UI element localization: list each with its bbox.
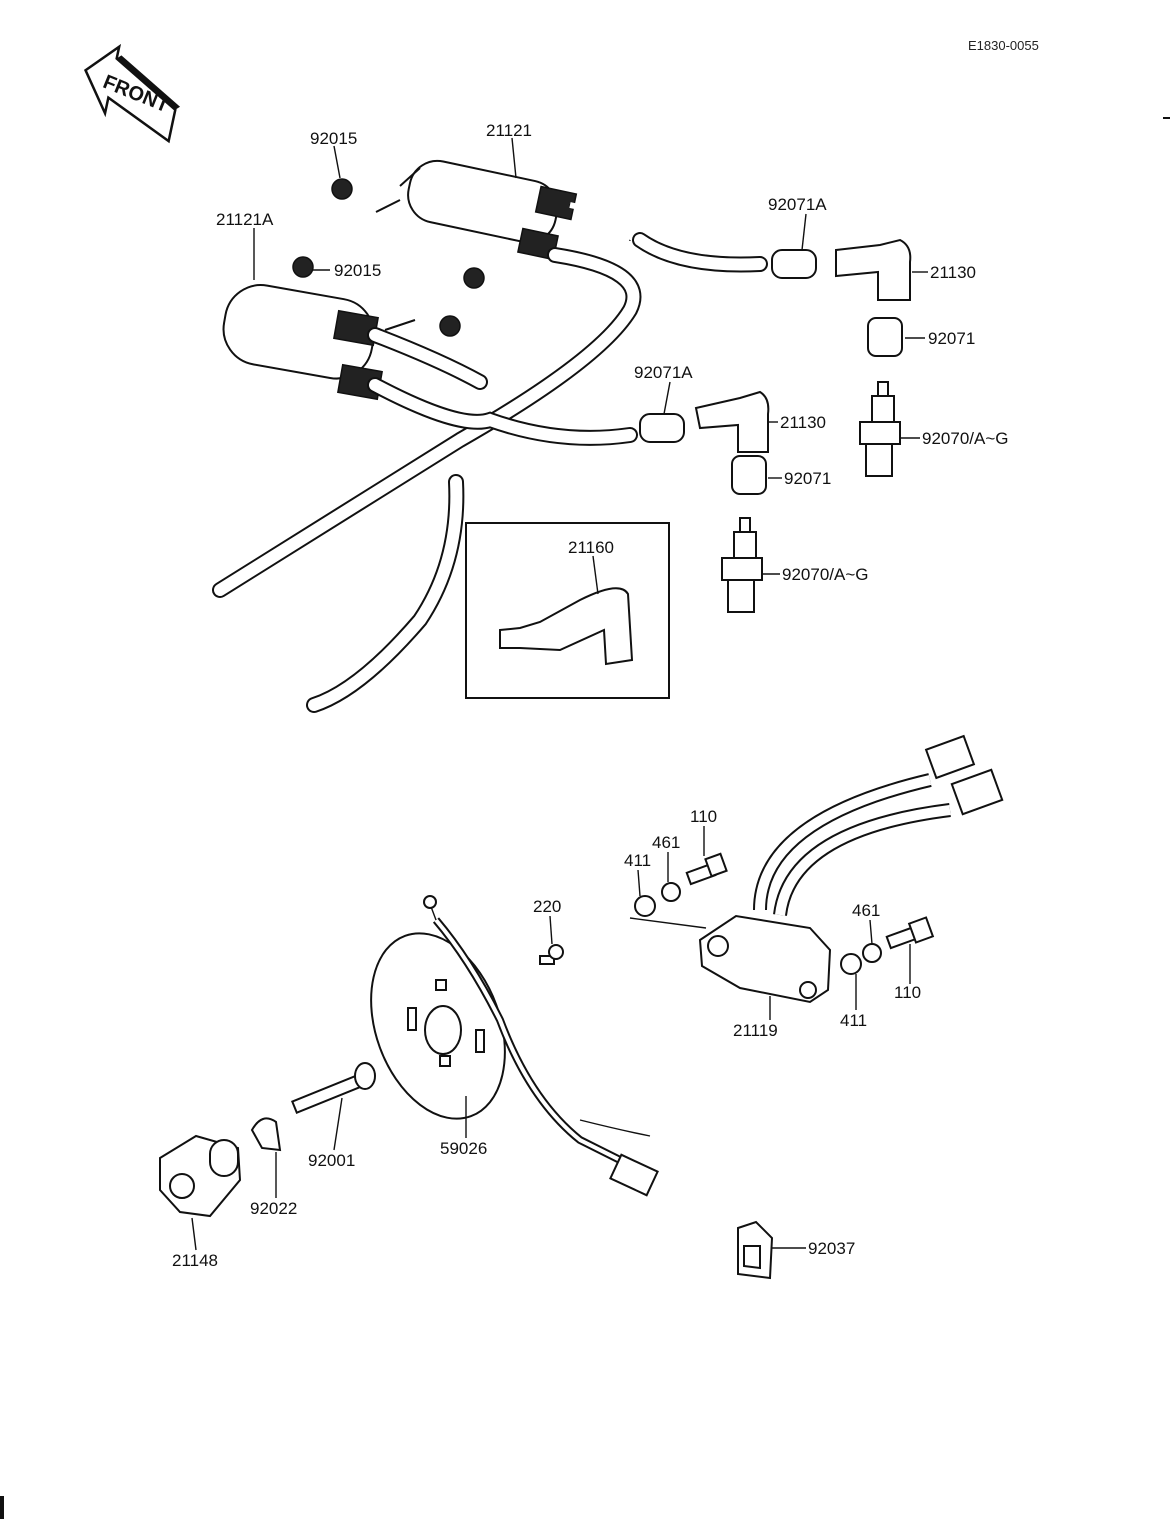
- label-21148: 21148: [172, 1251, 218, 1270]
- label-411-top: 411: [624, 851, 651, 870]
- bolt-92001: [290, 1062, 376, 1114]
- label-21121A: 21121A: [216, 210, 274, 229]
- pickup-plate-59026: [370, 895, 659, 1197]
- label-92022: 92022: [250, 1199, 297, 1218]
- label-461-right: 461: [852, 901, 880, 920]
- advancer-21148: [159, 1134, 242, 1218]
- spark-plug-92070-top: [859, 381, 901, 477]
- bolt-110-top: [685, 852, 728, 886]
- label-110-top: 110: [690, 807, 717, 826]
- washer-411-top: [634, 895, 656, 917]
- diagram-code: E1830-0055: [968, 38, 1039, 53]
- plug-cap-21130-mid: [694, 390, 770, 453]
- label-21130-mid: 21130: [780, 413, 826, 432]
- plug-insert-92071-mid: [731, 455, 767, 495]
- label-92071-mid: 92071: [784, 469, 831, 488]
- clamp-92037: [737, 1220, 774, 1280]
- label-92037: 92037: [808, 1239, 855, 1258]
- washer-461-right: [862, 943, 882, 963]
- washer-411-right: [840, 953, 862, 975]
- front-arrow: FRONT: [83, 43, 181, 144]
- plug-cap-21130-top: [835, 238, 912, 301]
- ignition-coil-21121A: [222, 256, 461, 401]
- label-92015-upper: 92015: [310, 129, 357, 148]
- inset-box-21160: [465, 522, 670, 699]
- label-92071A-top: 92071A: [768, 195, 827, 214]
- screw-220: [539, 944, 564, 965]
- plug-cap-21160: [499, 587, 634, 666]
- bolt-110-right: [885, 916, 935, 950]
- label-461-top: 461: [652, 833, 680, 852]
- label-92071A-mid: 92071A: [634, 363, 693, 382]
- regulator-21119: [698, 734, 1004, 1004]
- label-110-right: 110: [894, 983, 921, 1002]
- label-59026: 59026: [440, 1139, 487, 1158]
- label-21119: 21119: [733, 1021, 778, 1040]
- leader-lines: [191, 137, 928, 1251]
- label-92015-lower: 92015: [334, 261, 381, 280]
- label-92001: 92001: [308, 1151, 355, 1170]
- label-92071-top: 92071: [928, 329, 975, 348]
- cap-seal-92071A-top: [771, 249, 817, 279]
- plug-insert-92071-top: [867, 317, 903, 357]
- label-411-right: 411: [840, 1011, 867, 1030]
- label-21121: 21121: [486, 121, 532, 140]
- washer-461-top: [661, 882, 681, 902]
- label-21130-top: 21130: [930, 263, 976, 282]
- label-220: 220: [533, 897, 561, 916]
- spark-plug-92070-mid: [721, 517, 763, 613]
- label-21160: 21160: [568, 538, 614, 557]
- label-92070-mid: 92070/A~G: [782, 565, 869, 584]
- cap-seal-92071A-mid: [639, 413, 685, 443]
- label-92070-top: 92070/A~G: [922, 429, 1009, 448]
- spacer-92022: [250, 1117, 282, 1152]
